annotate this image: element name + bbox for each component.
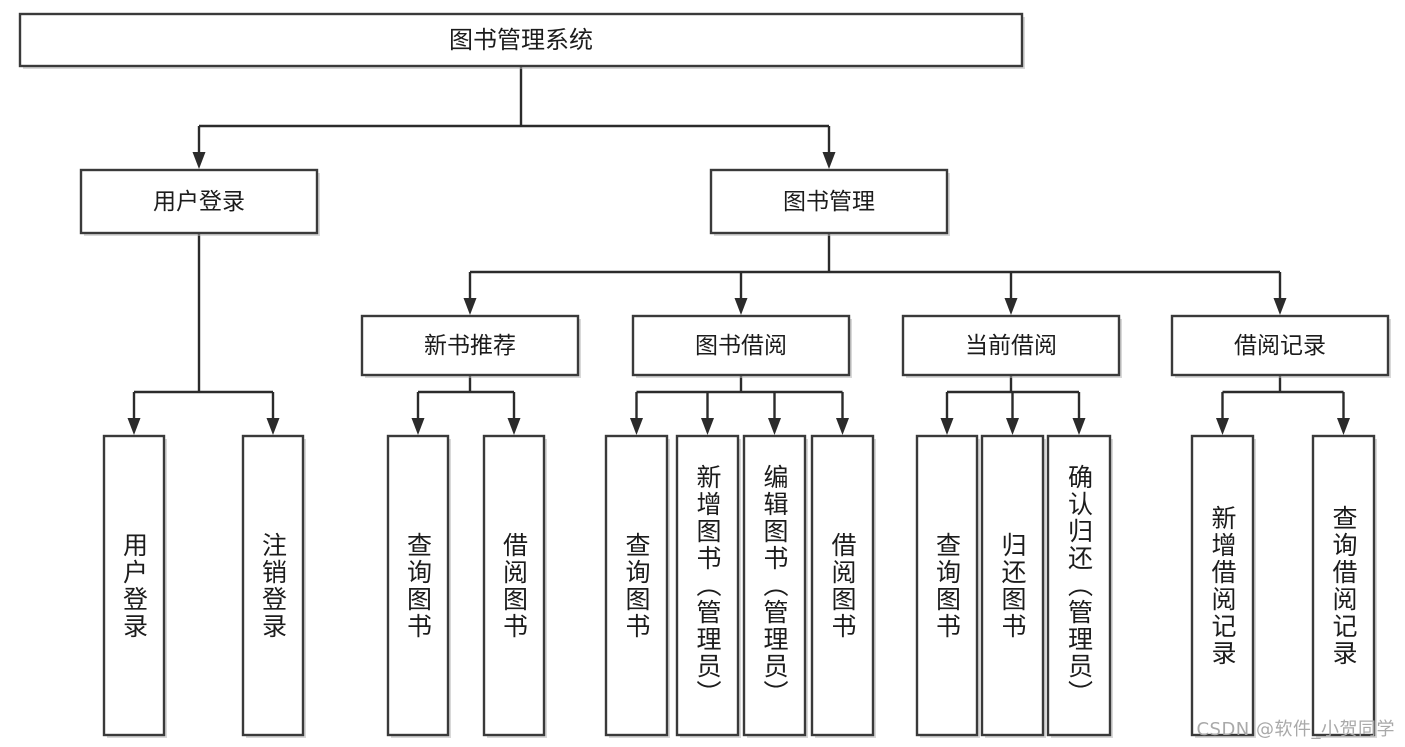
node-label-book-borrow: 图书借阅 (695, 333, 787, 359)
node-root[interactable]: 图书管理系统 (18, 12, 1025, 69)
node-leaf-query-book-2[interactable] (604, 434, 670, 738)
node-leaf-borrow-book-2[interactable] (810, 434, 876, 738)
node-leaf-query-book-3[interactable] (915, 434, 980, 738)
edge-layer (127, 66, 1350, 435)
node-leaf-borrow-book-1[interactable] (482, 434, 547, 738)
node-leaf-confirm-return[interactable] (1046, 434, 1113, 738)
node-leaf-query-record[interactable] (1311, 434, 1377, 738)
node-leaf-logout[interactable] (241, 434, 306, 738)
node-label-current-borrow: 当前借阅 (965, 333, 1057, 359)
node-book-borrow[interactable]: 图书借阅 (631, 314, 852, 378)
connector-group-borrow-record (1216, 375, 1350, 435)
node-leaf-edit-book[interactable] (742, 434, 808, 738)
node-leaf-user-login[interactable] (102, 434, 167, 738)
node-new-book-recommend[interactable]: 新书推荐 (360, 314, 581, 378)
node-book-manage[interactable]: 图书管理 (709, 168, 950, 236)
node-leaf-query-book-1[interactable] (386, 434, 451, 738)
node-label-new-book-recommend: 新书推荐 (424, 333, 516, 359)
connector-group-current-borrow (940, 375, 1086, 435)
node-borrow-record[interactable]: 借阅记录 (1170, 314, 1391, 378)
connector-group-new-book-recommend (411, 375, 521, 435)
node-user-login[interactable]: 用户登录 (79, 168, 320, 236)
connector-group-book-manage (463, 233, 1287, 315)
node-label-borrow-record: 借阅记录 (1234, 333, 1326, 359)
connector-group-book-borrow (630, 375, 849, 435)
node-leaf-add-book[interactable] (675, 434, 741, 738)
watermark-text: CSDN @软件_小贺同学 (1196, 719, 1395, 740)
node-leaf-return-book[interactable] (980, 434, 1046, 738)
connector-group-root (192, 66, 836, 169)
node-label-book-manage: 图书管理 (783, 189, 875, 215)
connector-group-user-login (127, 233, 280, 435)
node-current-borrow[interactable]: 当前借阅 (901, 314, 1122, 378)
node-label-user-login: 用户登录 (153, 189, 245, 215)
node-leaf-add-record[interactable] (1190, 434, 1256, 738)
node-label-root: 图书管理系统 (449, 26, 593, 54)
